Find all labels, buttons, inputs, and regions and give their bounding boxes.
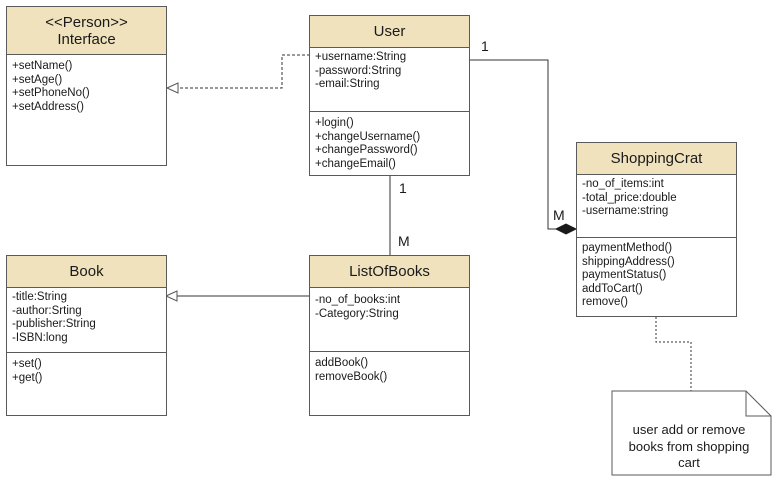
note-text: user add or remove books from shopping c… xyxy=(614,422,764,472)
attribute: -Category:String xyxy=(315,307,399,320)
method: remove() xyxy=(582,296,629,309)
attribute: -password:String xyxy=(315,64,402,77)
note-connector xyxy=(655,317,692,391)
method: +setAddress() xyxy=(12,100,84,113)
class-user-name: User xyxy=(373,23,406,40)
class-interface-header: <<Person>> Interface xyxy=(7,7,166,55)
method: +changeEmail() xyxy=(315,157,396,170)
generalization-arrowhead xyxy=(164,290,178,302)
class-book[interactable]: Book -title:String -author:Srting -publi… xyxy=(6,255,167,416)
class-user-header: User xyxy=(310,16,469,48)
method: paymentMethod() xyxy=(582,242,673,254)
class-shoppingcrat-methods: paymentMethod() shippingAddress() paymen… xyxy=(577,238,736,317)
class-shoppingcrat-attributes: -no_of_items:int -total_price:double -us… xyxy=(577,175,736,238)
note-fold xyxy=(745,391,771,417)
note-line: cart xyxy=(678,455,700,470)
note-line: books from shopping xyxy=(628,438,750,454)
method: +changePassword() xyxy=(315,144,418,157)
class-shoppingcrat-name: ShoppingCrat xyxy=(610,150,703,167)
class-shoppingcrat[interactable]: ShoppingCrat -no_of_items:int -total_pri… xyxy=(576,142,737,317)
realization-user-interface xyxy=(178,54,310,89)
multiplicity-user-list-m: M xyxy=(398,233,410,249)
class-interface[interactable]: <<Person>> Interface +setName() +setAge(… xyxy=(6,6,167,166)
multiplicity-user-cart-1: 1 xyxy=(481,38,489,54)
attribute: -total_price:double xyxy=(582,191,677,204)
attribute: -author:Srting xyxy=(12,304,82,317)
method: paymentStatus() xyxy=(582,269,667,282)
method: addBook() xyxy=(315,357,369,369)
method: +get() xyxy=(12,371,43,384)
attribute: +username:String xyxy=(315,51,407,63)
note-line: user add or remove xyxy=(632,422,746,437)
class-interface-methods: +setName() +setAge() +setPhoneNo() +setA… xyxy=(7,55,166,166)
class-interface-stereotype: <<Person>> xyxy=(45,13,128,31)
note-shape xyxy=(611,390,772,476)
method: +login() xyxy=(315,117,354,129)
class-user[interactable]: User +username:String -password:String -… xyxy=(309,15,470,176)
attribute: -ISBN:long xyxy=(12,331,68,344)
class-listofbooks[interactable]: ListOfBooks -no_of_books:int -Category:S… xyxy=(309,255,470,416)
class-listofbooks-methods: addBook() removeBook() xyxy=(310,352,469,416)
attribute: -username:string xyxy=(582,205,669,218)
attribute: -title:String xyxy=(12,291,67,303)
composition-diamond xyxy=(554,223,578,235)
multiplicity-user-list-1: 1 xyxy=(399,180,407,196)
method: shippingAddress() xyxy=(582,255,675,268)
composition-user-cart xyxy=(469,59,556,230)
method: +set() xyxy=(12,358,42,370)
multiplicity-user-cart-m: M xyxy=(553,207,565,223)
method: +setAge() xyxy=(12,73,63,86)
class-listofbooks-name: ListOfBooks xyxy=(349,263,430,280)
class-interface-name: Interface xyxy=(57,30,116,48)
method: removeBook() xyxy=(315,370,388,383)
class-shoppingcrat-header: ShoppingCrat xyxy=(577,143,736,175)
method: +setPhoneNo() xyxy=(12,87,90,100)
realization-arrowhead xyxy=(165,82,179,94)
class-book-header: Book xyxy=(7,256,166,288)
method: addToCart() xyxy=(582,282,643,295)
class-listofbooks-header: ListOfBooks xyxy=(310,256,469,288)
class-book-name: Book xyxy=(69,263,104,280)
class-book-attributes: -title:String -author:Srting -publisher:… xyxy=(7,288,166,353)
attribute: -no_of_books:int xyxy=(315,294,401,306)
attribute: -no_of_items:int xyxy=(582,178,664,190)
class-user-attributes: +username:String -password:String -email… xyxy=(310,48,469,112)
method: +setName() xyxy=(12,60,73,72)
attribute: -email:String xyxy=(315,78,380,91)
attribute: -publisher:String xyxy=(12,318,96,331)
method: +changeUsername() xyxy=(315,130,421,143)
class-listofbooks-attributes: -no_of_books:int -Category:String xyxy=(310,288,469,352)
class-book-methods: +set() +get() xyxy=(7,353,166,416)
class-user-methods: +login() +changeUsername() +changePasswo… xyxy=(310,112,469,176)
